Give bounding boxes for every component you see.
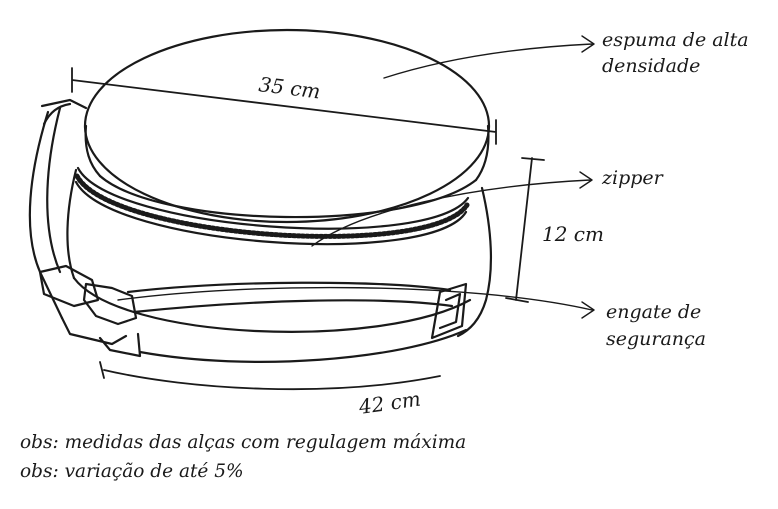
bag-lid-top	[83, 28, 491, 224]
dimension-height-label: 12 cm	[542, 222, 604, 246]
dimension-height-line	[505, 157, 545, 303]
callout-zipper-label: zipper	[601, 167, 665, 189]
buckle-female	[38, 264, 100, 308]
callout-foam-line2: densidade	[602, 55, 700, 77]
callout-buckle-line2: segurança	[606, 328, 706, 350]
strap-end-right	[430, 282, 468, 340]
dimension-diameter-label: 35 cm	[257, 72, 321, 103]
strap-front	[126, 281, 454, 314]
note-text: : variação de até 5%	[52, 461, 244, 482]
callout-buckle-line1: engate de	[606, 301, 701, 323]
zipper-teeth	[74, 173, 470, 239]
dimension-diameter-line	[71, 67, 497, 145]
note-variation: obs: variação de até 5%	[20, 457, 466, 486]
callout-buckle-line	[117, 286, 595, 319]
callout-foam-line1: espuma de alta	[602, 29, 749, 51]
callout-foam-line	[383, 35, 595, 79]
note-strap-measure: obs: medidas das alças com regulagem máx…	[20, 428, 466, 457]
note-text: : medidas das alças com regulagem máxima	[52, 432, 467, 453]
dimension-strap-line	[99, 361, 441, 391]
bag-body-right-side	[456, 186, 492, 338]
bag-lid-rim	[84, 124, 490, 182]
bag-body-bottom-edge	[72, 276, 472, 333]
dimension-strap-label: 42 cm	[356, 387, 422, 420]
note-prefix: obs	[20, 432, 53, 453]
buckle-male	[82, 282, 138, 326]
note-prefix: obs	[20, 461, 53, 482]
buckle-detail	[60, 316, 142, 358]
bag-lid-lower-edge	[98, 174, 478, 219]
bag-body-base	[138, 328, 468, 363]
strap-back	[28, 106, 64, 320]
zipper-track-lower	[74, 180, 468, 246]
bag-body-left-side	[66, 168, 78, 280]
callout-zipper-line	[311, 171, 593, 247]
notes-block: obs: medidas das alças com regulagem máx…	[20, 428, 466, 486]
strap-top-attachment	[40, 98, 88, 126]
zipper-track-upper	[76, 166, 470, 230]
